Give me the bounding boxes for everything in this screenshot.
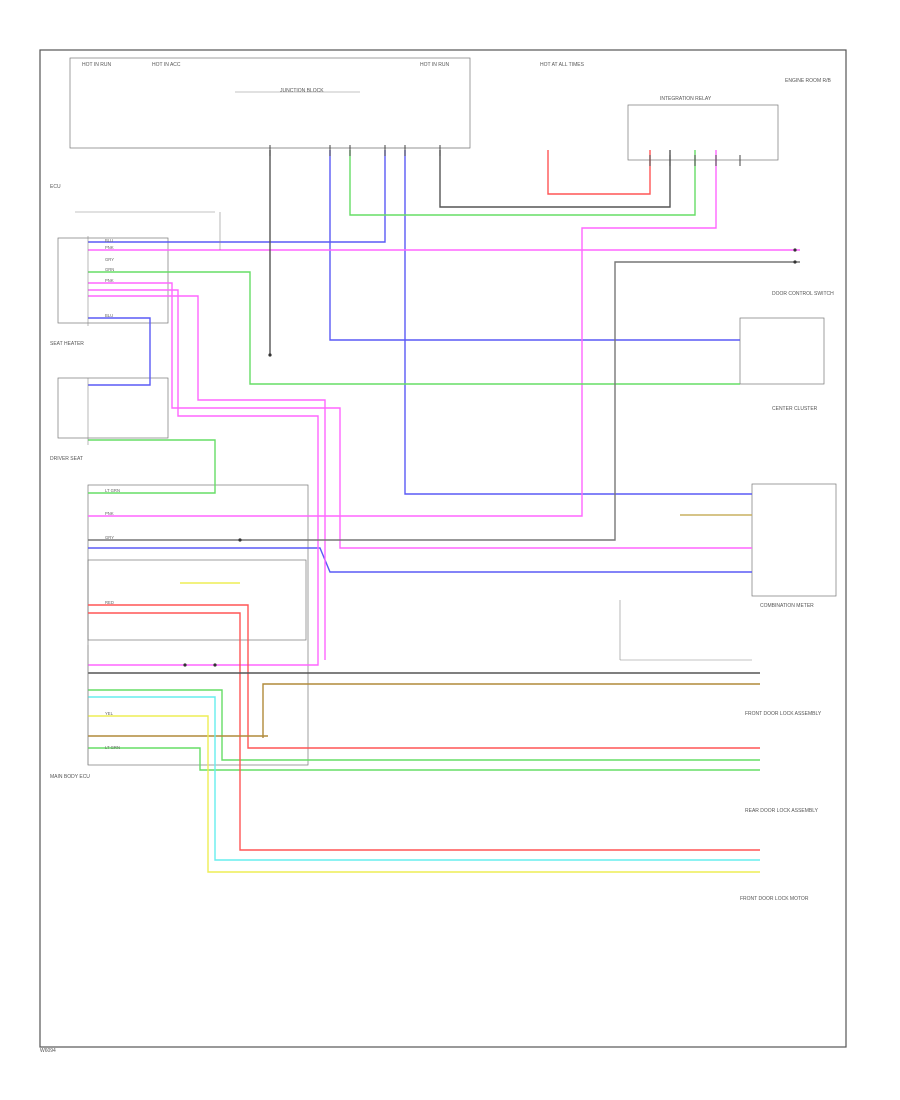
wire-blue xyxy=(404,150,752,495)
left-label: ECU xyxy=(50,184,61,190)
wire-red xyxy=(547,150,651,195)
left-label: MAIN BODY ECU xyxy=(50,774,90,780)
right-label: REAR DOOR LOCK ASSEMBLY xyxy=(745,808,819,814)
wire-brown xyxy=(262,683,760,738)
wire-blue xyxy=(329,150,740,341)
wire-gray xyxy=(439,150,671,208)
top-label: HOT IN RUN xyxy=(82,62,111,68)
wire-green xyxy=(88,439,216,494)
top-label: INTEGRATION RELAY xyxy=(660,96,712,102)
seat-heater-box xyxy=(57,237,169,324)
wire-green xyxy=(88,271,740,385)
wire-pink xyxy=(88,150,717,517)
right-label: COMBINATION METER xyxy=(760,603,814,609)
top-label: HOT IN ACC xyxy=(152,62,181,68)
wire-code: BLU xyxy=(105,313,113,318)
wire-yellow xyxy=(88,715,760,873)
right-label: DOOR CONTROL SWITCH xyxy=(772,291,834,297)
wire-code: PNK xyxy=(105,245,114,250)
wire-code: BLU xyxy=(105,238,113,243)
wire-code: PNK xyxy=(105,511,114,516)
wire-code: PNK xyxy=(105,278,114,283)
wire-code: LT GRN xyxy=(105,488,120,493)
wire-cyan xyxy=(88,696,760,861)
inner-ecu-box xyxy=(87,559,307,641)
top-label: ENGINE ROOM R/B xyxy=(785,78,832,84)
right-label: CENTER CLUSTER xyxy=(772,406,818,412)
right-label: FRONT DOOR LOCK MOTOR xyxy=(740,896,809,902)
wire-blue xyxy=(88,150,386,243)
combination-meter-box xyxy=(751,483,837,597)
wire-pink xyxy=(88,295,326,660)
wire-green xyxy=(88,747,760,771)
left-label: SEAT HEATER xyxy=(50,341,84,347)
wire-pink xyxy=(88,282,752,549)
wire-code: LT GRN xyxy=(105,745,120,750)
wire-code: YEL xyxy=(105,711,114,716)
wire-code: RED xyxy=(105,600,114,605)
wire-red xyxy=(88,612,760,851)
driver-seat-box xyxy=(57,377,169,439)
door-control-box xyxy=(739,317,825,385)
top-label: HOT AT ALL TIMES xyxy=(540,62,585,68)
wire-code: GRY xyxy=(105,535,114,540)
wire-green xyxy=(88,689,760,761)
junction-dots xyxy=(183,248,797,667)
top-label: HOT IN RUN xyxy=(420,62,449,68)
wire-green xyxy=(349,150,696,216)
main-body-ecu-box xyxy=(87,484,309,766)
wire-red xyxy=(88,604,760,749)
wire-pink xyxy=(88,289,319,666)
wire-gray xyxy=(88,261,800,541)
top-label: JUNCTION BLOCK xyxy=(280,88,324,94)
wire-code: GRN xyxy=(105,267,114,272)
integration-relay-box xyxy=(627,104,779,161)
diagram-frame xyxy=(39,49,847,1048)
wire-blue xyxy=(88,317,151,386)
right-label: FRONT DOOR LOCK ASSEMBLY xyxy=(745,711,822,717)
wire-code: GRY xyxy=(105,257,114,262)
top-fuse-block xyxy=(69,57,471,149)
diagram-code: W6094 xyxy=(40,1048,56,1054)
top-connector-stubs xyxy=(269,145,741,166)
left-label: DRIVER SEAT xyxy=(50,456,83,462)
